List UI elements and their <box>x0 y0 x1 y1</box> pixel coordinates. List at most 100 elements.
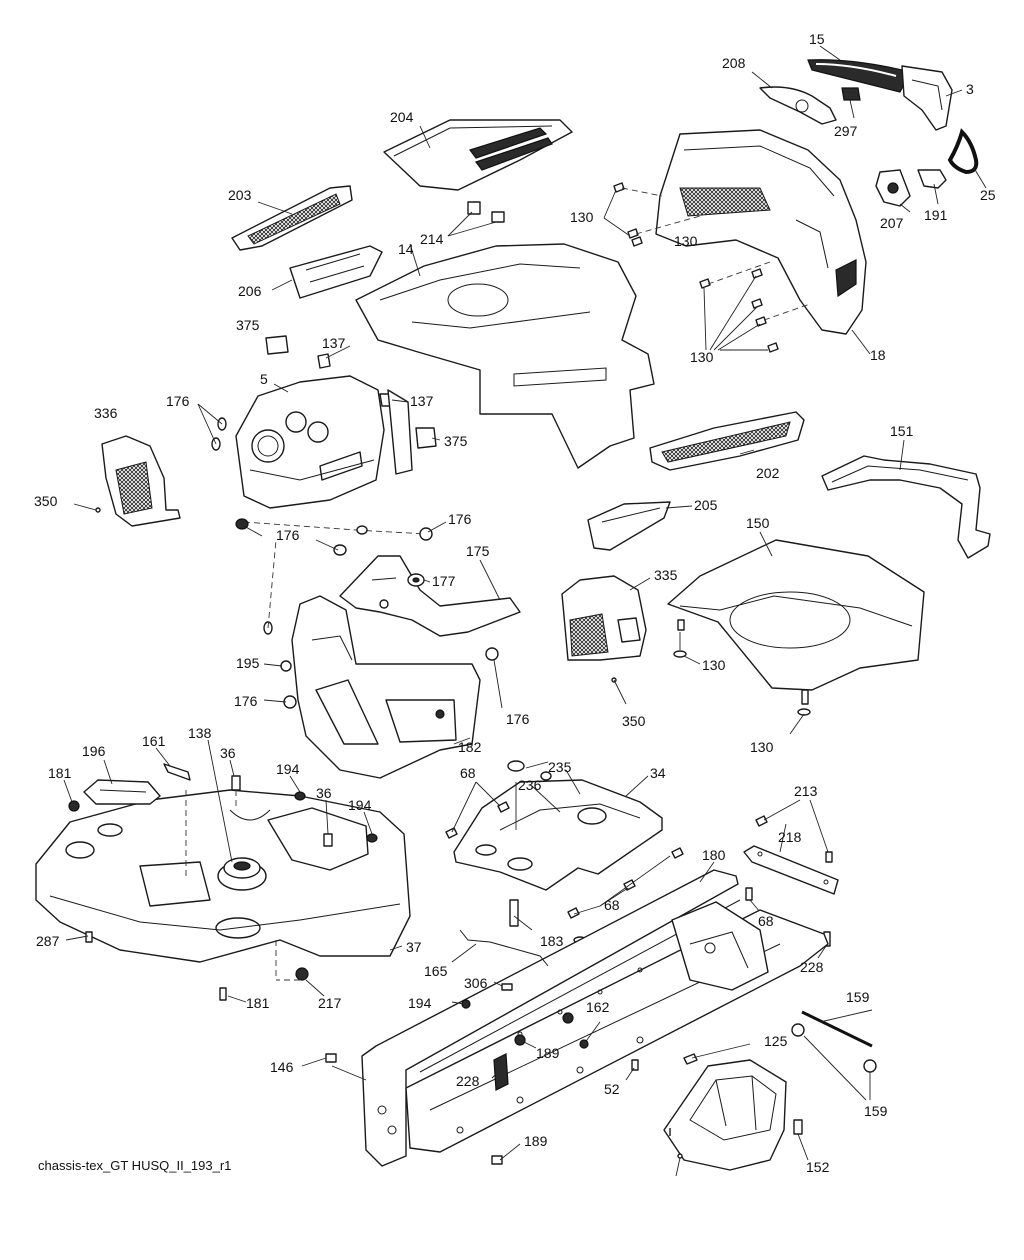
callout-68-c: 68 <box>758 913 774 929</box>
part-150-deck-plate <box>667 539 925 735</box>
callout-336: 336 <box>94 405 118 421</box>
callout-218: 218 <box>778 829 802 845</box>
callout-181-b: 217 <box>318 995 342 1011</box>
callout-159-a: 146 <box>270 1059 294 1075</box>
callout-36-b: 36 <box>316 785 332 801</box>
part-214-clips <box>447 201 505 237</box>
callout-189-a: 125 <box>764 1033 788 1049</box>
callout-213: 213 <box>794 783 818 799</box>
part-194-nuts <box>294 791 378 843</box>
callout-375-a: 375 <box>236 317 260 333</box>
callout-217: 159 <box>846 989 870 1005</box>
leader-lines-left <box>185 790 300 1003</box>
part-151-bracket <box>821 439 991 559</box>
callout-68-a: 68 <box>460 765 476 781</box>
part-218-bar <box>743 845 839 895</box>
callout-196: 196 <box>82 743 106 759</box>
callout-175: 175 <box>466 543 490 559</box>
callout-287: 287 <box>36 933 60 949</box>
callout-176-e: 176 <box>506 711 530 727</box>
callout-335: 335 <box>654 567 678 583</box>
callout-182: 182 <box>458 739 482 755</box>
part-14-hood-body <box>355 243 655 469</box>
callout-183: 183 <box>540 933 564 949</box>
callout-207: 207 <box>880 215 904 231</box>
callout-leaders <box>63 45 987 1161</box>
part-375-pad-lower <box>415 427 437 449</box>
part-228-bolts <box>501 983 639 1071</box>
part-194-nut-frame <box>562 1012 601 1049</box>
callout-194-b: 194 <box>348 797 372 813</box>
callout-350-b: 350 <box>622 713 646 729</box>
callout-138: 138 <box>188 725 212 741</box>
part-297-clip <box>841 87 861 101</box>
callout-151: 151 <box>890 423 914 439</box>
fasteners-176 <box>197 403 503 709</box>
callout-306: 194 <box>408 995 432 1011</box>
callout-176-c: 176 <box>276 527 300 543</box>
part-36-screws <box>231 775 333 847</box>
part-206-panel <box>289 245 383 299</box>
callout-236: 236 <box>518 777 542 793</box>
part-175-bracket <box>339 555 521 637</box>
callout-52: 159 <box>864 1103 888 1119</box>
callout-130-a: 130 <box>570 209 594 225</box>
part-161-switch <box>163 763 191 781</box>
part-189-bolts <box>683 1043 803 1135</box>
callout-297: 297 <box>834 123 858 139</box>
callout-203: 203 <box>228 187 252 203</box>
callout-130-c: 130 <box>690 349 714 365</box>
callout-3: 3 <box>966 81 974 97</box>
callout-180: 180 <box>702 847 726 863</box>
part-203-grille <box>231 185 353 251</box>
part-196-cover <box>83 779 161 805</box>
part-180-main-frame <box>361 861 829 1167</box>
part-162-screw <box>219 987 227 1001</box>
callout-177: 177 <box>432 573 456 589</box>
part-335-side-panel <box>561 575 647 705</box>
part-5-dashboard <box>235 375 427 535</box>
callout-14: 14 <box>398 241 414 257</box>
callout-176-a: 176 <box>166 393 190 409</box>
callout-162: 181 <box>246 995 270 1011</box>
part-177-grommet <box>407 573 425 587</box>
callout-36-a: 36 <box>220 745 236 761</box>
callout-labels: 15 208 3 297 204 25 191 207 203 130 214 … <box>34 31 996 1175</box>
callout-195: 195 <box>236 655 260 671</box>
part-3-lens <box>901 65 953 131</box>
part-213-bolts <box>755 799 833 863</box>
callout-208: 208 <box>722 55 746 71</box>
part-191-socket <box>917 169 947 189</box>
drawing-reference: chassis-tex_GT HUSQ_II_193_r1 <box>38 1158 232 1173</box>
callout-191: 191 <box>924 207 948 223</box>
part-336-side-panel <box>73 435 181 527</box>
callout-228-a: 306 <box>464 975 488 991</box>
callout-206: 206 <box>238 283 262 299</box>
callout-214: 214 <box>420 231 444 247</box>
part-18-front-bumper <box>655 129 867 335</box>
part-207-housing <box>875 169 911 207</box>
callout-228-b: 52 <box>604 1081 620 1097</box>
callout-68-b: 68 <box>604 897 620 913</box>
part-205-trim <box>587 501 671 551</box>
callout-205: 205 <box>694 497 718 513</box>
callout-375-b: 375 <box>444 433 468 449</box>
callout-146: 189 <box>536 1045 560 1061</box>
fasteners-130-upper <box>603 182 811 353</box>
part-204-hood-top <box>383 119 573 191</box>
part-25-seal <box>947 128 979 175</box>
callout-37: 37 <box>406 939 422 955</box>
part-52-bushings <box>791 1023 877 1101</box>
part-195-plug <box>280 660 292 672</box>
callout-137-b: 137 <box>410 393 434 409</box>
part-217-rod <box>801 1009 873 1048</box>
callout-5: 5 <box>260 371 268 387</box>
part-146-spacer <box>514 1034 526 1046</box>
callout-18: 18 <box>870 347 886 363</box>
callout-176-b: 176 <box>448 511 472 527</box>
callout-159-b: 189 <box>524 1133 548 1149</box>
callout-181-a: 181 <box>48 765 72 781</box>
callout-194-a: 194 <box>276 761 300 777</box>
callout-130-d: 130 <box>702 657 726 673</box>
callout-350-a: 350 <box>34 493 58 509</box>
